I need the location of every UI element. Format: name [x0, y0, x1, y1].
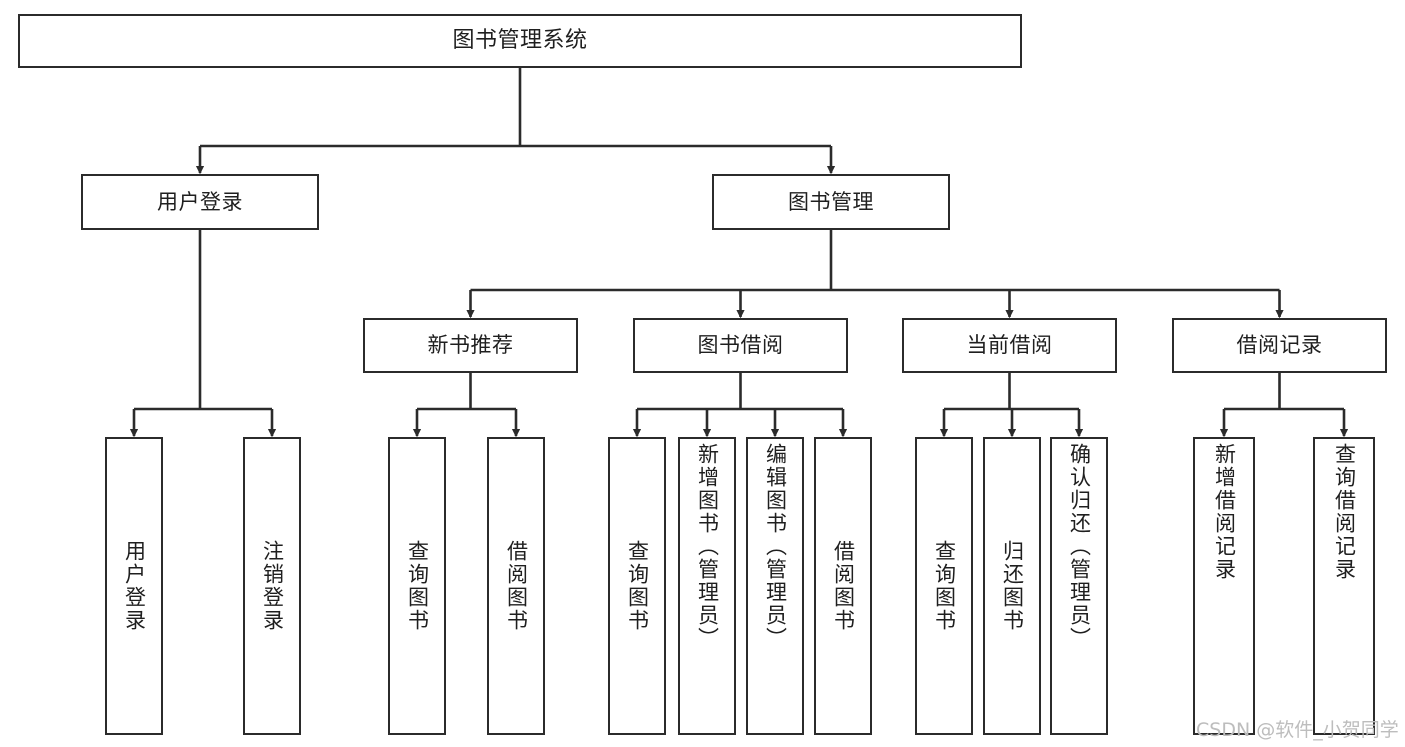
node-label: 借阅记录: [1236, 333, 1323, 358]
node-label: 图书借阅: [697, 333, 784, 358]
node-leaf-borrow-book-2[interactable]: 借阅图书: [814, 437, 872, 735]
node-label: 编辑图书（管理员）: [763, 443, 788, 650]
node-leaf-user-login[interactable]: 用户登录: [105, 437, 163, 735]
node-leaf-edit-book[interactable]: 编辑图书（管理员）: [746, 437, 804, 735]
node-label: 图书管理: [788, 189, 874, 214]
node-label: 新书推荐: [427, 333, 514, 358]
node-leaf-query-book-1[interactable]: 查询图书: [388, 437, 446, 735]
node-label: 查询图书: [625, 540, 650, 632]
node-label: 新增图书（管理员）: [695, 443, 720, 650]
node-label: 新增借阅记录: [1212, 443, 1237, 581]
node-label: 查询图书: [932, 540, 957, 632]
node-leaf-query-record[interactable]: 查询借阅记录: [1313, 437, 1375, 735]
node-leaf-query-book-3[interactable]: 查询图书: [915, 437, 973, 735]
node-current-borrow[interactable]: 当前借阅: [902, 318, 1117, 373]
csdn-watermark: CSDN @软件_小贺同学: [1196, 719, 1399, 741]
node-leaf-user-logout[interactable]: 注销登录: [243, 437, 301, 735]
node-user-login[interactable]: 用户登录: [81, 174, 319, 230]
node-leaf-add-record[interactable]: 新增借阅记录: [1193, 437, 1255, 735]
node-leaf-return-book[interactable]: 归还图书: [983, 437, 1041, 735]
node-label: 查询图书: [405, 540, 430, 632]
node-book-manage[interactable]: 图书管理: [712, 174, 950, 230]
node-root[interactable]: 图书管理系统: [18, 14, 1022, 68]
node-label: 借阅图书: [504, 540, 529, 632]
node-label: 归还图书: [1000, 540, 1025, 632]
node-label: 查询借阅记录: [1332, 443, 1357, 581]
node-label: 借阅图书: [831, 540, 856, 632]
node-label: 注销登录: [260, 540, 285, 632]
node-book-borrow[interactable]: 图书借阅: [633, 318, 848, 373]
node-label: 用户登录: [122, 540, 147, 632]
node-label: 当前借阅: [966, 333, 1053, 358]
node-label: 确认归还（管理员）: [1067, 443, 1092, 650]
node-label: 图书管理系统: [452, 28, 588, 54]
node-leaf-confirm-return[interactable]: 确认归还（管理员）: [1050, 437, 1108, 735]
node-leaf-query-book-2[interactable]: 查询图书: [608, 437, 666, 735]
node-borrow-record[interactable]: 借阅记录: [1172, 318, 1387, 373]
node-label: 用户登录: [157, 189, 243, 214]
node-new-book-rec[interactable]: 新书推荐: [363, 318, 578, 373]
node-leaf-borrow-book-1[interactable]: 借阅图书: [487, 437, 545, 735]
node-leaf-add-book[interactable]: 新增图书（管理员）: [678, 437, 736, 735]
